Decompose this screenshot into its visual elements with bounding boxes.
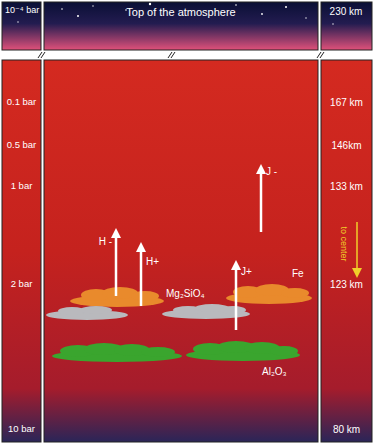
label: Mg₂SiO₄	[166, 288, 205, 300]
star	[261, 13, 263, 15]
star	[332, 23, 333, 24]
label: Al₂O₃	[262, 366, 287, 378]
flux-arrows	[111, 164, 266, 330]
star	[17, 21, 18, 22]
label: Top of the atmosphere	[126, 6, 235, 19]
label: 10 bar	[8, 424, 35, 435]
arrow-head	[136, 242, 146, 252]
clouds	[46, 284, 312, 362]
panel	[2, 2, 41, 50]
panel	[44, 60, 318, 442]
cloud-part	[270, 346, 298, 356]
stars	[17, 3, 333, 25]
star	[305, 17, 306, 18]
label: 2 bar	[11, 279, 33, 290]
label: 0.5 bar	[7, 140, 37, 151]
arrow-head	[256, 164, 266, 174]
star	[92, 5, 93, 6]
arrow-shaft	[356, 222, 358, 269]
cloud-part	[141, 347, 175, 357]
label: Fe	[292, 268, 304, 280]
arrow-shaft	[140, 251, 143, 306]
label: 1 bar	[11, 181, 33, 192]
top-panel	[2, 2, 372, 50]
grey-cloud	[46, 304, 250, 320]
label: 167 km	[330, 97, 363, 109]
break-mark	[41, 52, 45, 58]
cloud-part	[220, 306, 246, 314]
cloud-part	[281, 288, 309, 298]
label: 133 km	[330, 181, 363, 193]
main-panel	[2, 60, 372, 442]
panel	[321, 60, 372, 442]
panel	[2, 60, 41, 442]
break-mark	[320, 52, 324, 58]
label: 146km	[331, 140, 361, 152]
label: 230 km	[330, 6, 363, 18]
star	[61, 8, 63, 10]
panel	[321, 2, 372, 50]
arrow-head	[352, 268, 362, 278]
label: J -	[266, 166, 277, 178]
label: 123 km	[330, 279, 363, 291]
label: 10⁻⁴ bar	[5, 5, 39, 15]
label: H+	[146, 256, 159, 268]
label: to center	[339, 226, 349, 261]
label: 80 km	[333, 424, 360, 436]
to-center-arrow	[352, 222, 362, 278]
arrow-head	[111, 228, 121, 238]
break-marks	[38, 52, 324, 58]
arrow-shaft	[260, 173, 263, 232]
star	[77, 15, 79, 17]
star	[149, 3, 151, 5]
arrow-shaft	[235, 269, 238, 330]
label: 0.1 bar	[7, 97, 37, 108]
arrow-shaft	[115, 237, 118, 296]
star	[235, 4, 237, 6]
cloud-part	[80, 306, 112, 314]
label: J+	[241, 266, 252, 278]
star	[285, 6, 287, 8]
cloud-part	[131, 291, 159, 301]
arrow-head	[231, 260, 241, 270]
break-mark	[171, 52, 175, 58]
panel	[44, 2, 318, 50]
orange-cloud	[70, 284, 312, 307]
label: H -	[99, 236, 112, 248]
green-cloud	[52, 341, 300, 362]
